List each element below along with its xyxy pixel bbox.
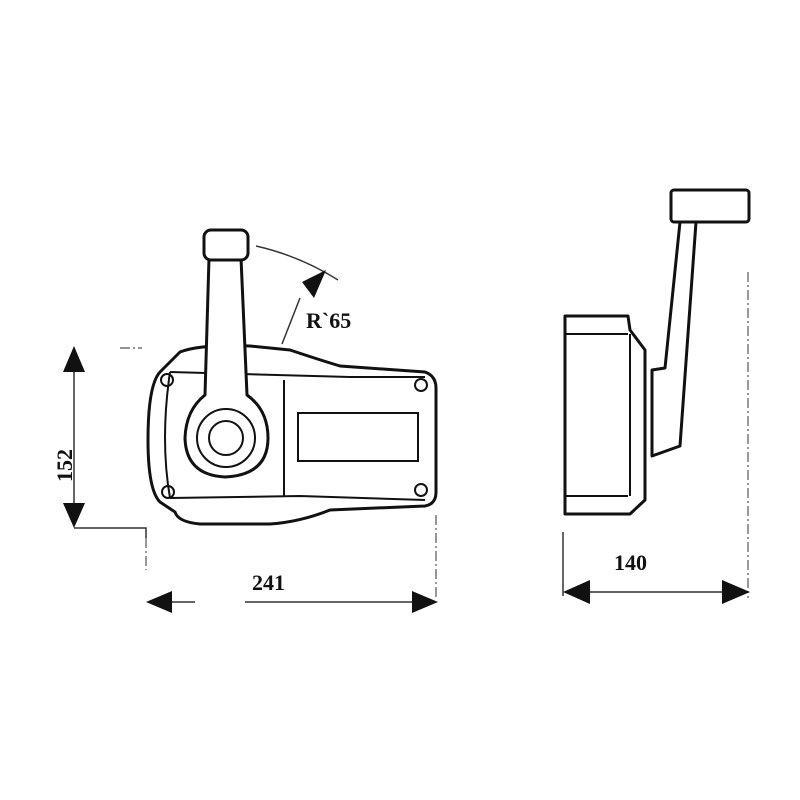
screw-bottom-right	[414, 483, 428, 497]
side-lever-handle	[669, 188, 751, 224]
side-lever-arm	[650, 220, 698, 458]
side-housing-outline	[563, 314, 647, 516]
side-view: 140	[562, 188, 751, 604]
lever-pivot-hub	[208, 420, 244, 456]
lever-handle-knob	[202, 228, 250, 262]
width-arrow-left	[146, 591, 172, 613]
width-arrow-right	[412, 591, 438, 613]
height-arrow-top	[63, 346, 85, 372]
height-label: 152	[52, 449, 77, 482]
screw-top-right	[414, 378, 428, 392]
depth-label: 140	[614, 550, 647, 575]
housing-window	[297, 412, 419, 462]
lever-pivot-ring	[196, 408, 256, 468]
height-ext-bottom	[74, 527, 147, 538]
depth-arrow-left	[563, 580, 590, 604]
radius-leader	[281, 297, 301, 345]
housing-inner-line-bottom	[169, 494, 426, 501]
front-view: R`65 152 241	[52, 228, 438, 613]
lever-arm	[183, 256, 270, 479]
radius-label: R`65	[306, 308, 351, 333]
screw-bottom-left	[161, 485, 175, 499]
radius-arrow	[302, 270, 326, 298]
height-arrow-bottom	[63, 503, 85, 528]
depth-arrow-right	[722, 580, 750, 604]
width-label: 241	[252, 570, 285, 595]
lever-sweep-arc	[255, 245, 339, 281]
housing-inner-line-left	[164, 371, 171, 499]
screw-top-left	[160, 373, 174, 387]
